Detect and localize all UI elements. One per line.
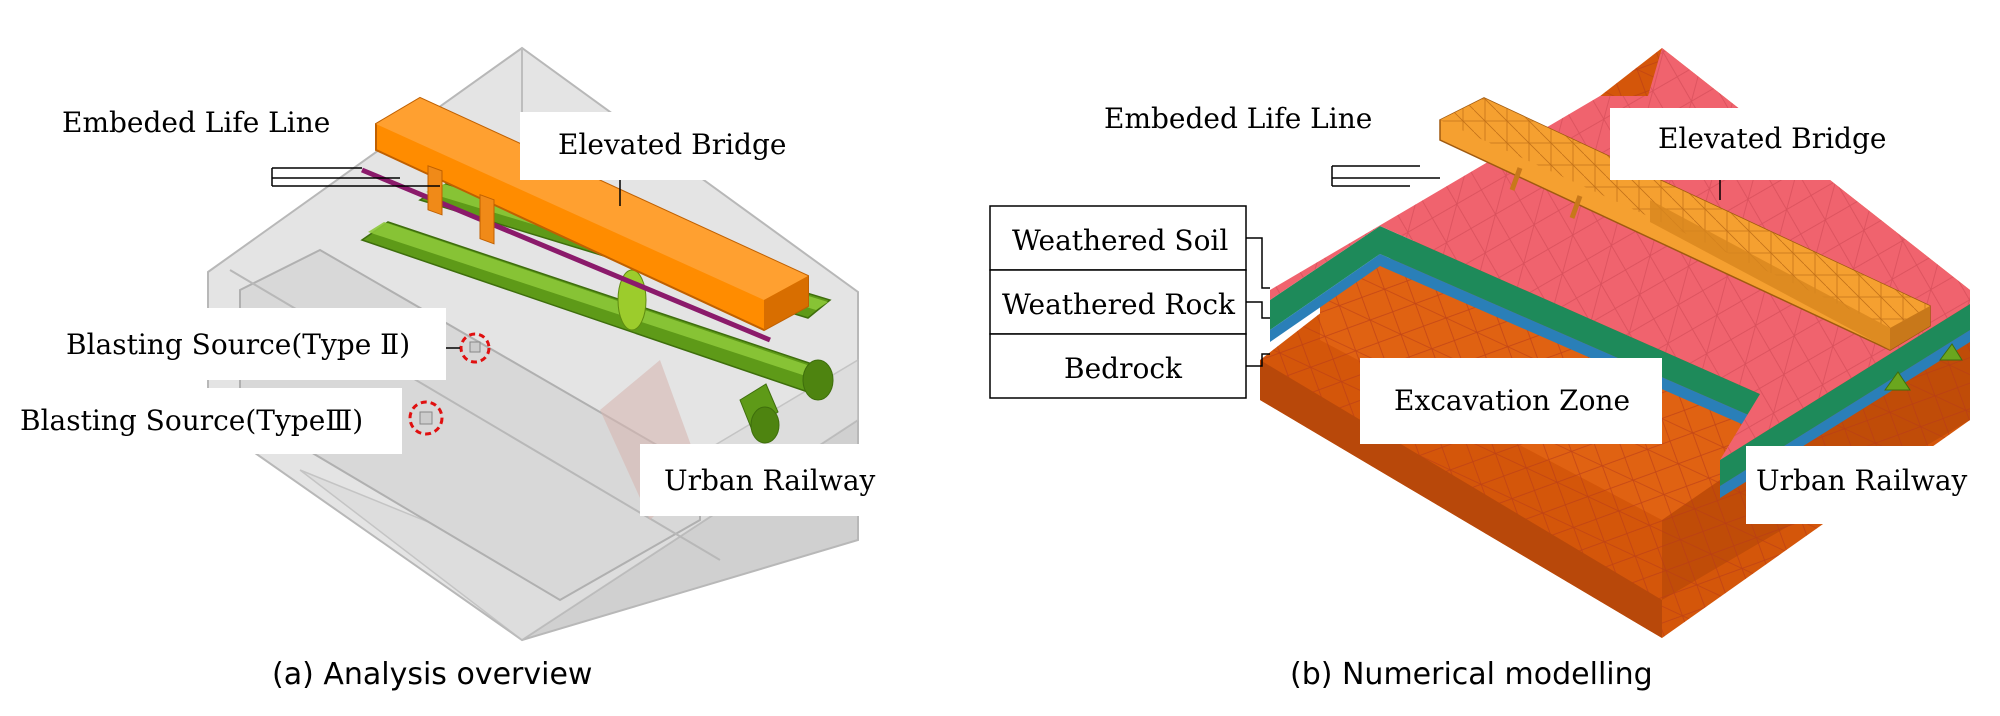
elevated-bridge xyxy=(375,96,809,332)
label-elevated-bridge: Elevated Bridge xyxy=(558,128,786,161)
label-box xyxy=(18,388,402,454)
elevated-bridge-mesh xyxy=(1439,97,1931,351)
label-elevated-bridge-b: Elevated Bridge xyxy=(1658,122,1886,155)
label-embedded-life-line-b: Embeded Life Line xyxy=(1104,102,1372,135)
leader-line xyxy=(1246,353,1270,367)
label-box xyxy=(640,444,904,516)
label-blasting-source-type-2: Blasting Source(Type Ⅱ) xyxy=(66,328,410,361)
label-urban-railway-b: Urban Railway xyxy=(1756,464,1968,497)
blast-marker-type-2 xyxy=(459,332,491,364)
label-weathered-rock: Weathered Rock xyxy=(1002,288,1236,321)
leader-line xyxy=(1246,237,1270,289)
label-box xyxy=(520,112,810,180)
weathered-rock-band-right xyxy=(1380,226,1760,420)
label-excavation-zone: Excavation Zone xyxy=(1394,384,1630,417)
blast-charge-icon xyxy=(419,411,433,425)
leader-line xyxy=(1246,301,1270,319)
label-urban-railway: Urban Railway xyxy=(664,464,876,497)
blast-marker-type-3 xyxy=(408,400,444,436)
bedrock-band-right xyxy=(1380,254,1760,432)
label-box-weathered-soil xyxy=(989,205,1247,271)
railway-tunnel-opening xyxy=(1884,371,1911,391)
label-weathered-soil: Weathered Soil xyxy=(1012,224,1228,257)
label-box xyxy=(1360,358,1662,444)
panel-b-numerical-modelling: Embeded Life Line Elevated Bridge Weathe… xyxy=(989,48,1972,692)
weathered-rock-band-front xyxy=(1720,304,1970,486)
caption-panel-b: (b) Numerical modelling xyxy=(1290,657,1653,692)
label-embedded-life-line: Embeded Life Line xyxy=(62,106,330,139)
caption-panel-a: (a) Analysis overview xyxy=(272,657,592,692)
label-box-bedrock xyxy=(989,333,1247,399)
railway-tunnel-opening xyxy=(1939,343,1963,361)
bedrock-band-back xyxy=(1270,254,1380,342)
label-bedrock: Bedrock xyxy=(1064,352,1183,385)
weathered-rock-band-back xyxy=(1270,226,1380,330)
label-box xyxy=(60,308,446,380)
label-box xyxy=(1746,446,1972,524)
label-box xyxy=(1610,108,1900,180)
ground-box-front-face xyxy=(299,358,859,641)
blast-charge-icon xyxy=(469,341,481,353)
panel-a-analysis-overview: Embeded Life Line Elevated Bridge Blasti… xyxy=(18,46,904,692)
label-blasting-source-type-3: Blasting Source(TypeⅢ) xyxy=(20,404,363,437)
